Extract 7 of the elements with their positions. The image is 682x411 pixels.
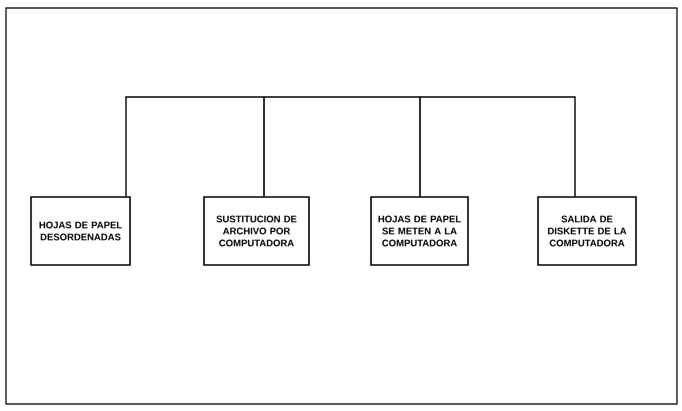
connector-line	[419, 96, 576, 196]
connector-line	[263, 96, 421, 196]
process-box: HOJAS DE PAPEL DESORDENADAS	[30, 196, 131, 266]
connector-line	[125, 96, 265, 196]
process-box: HOJAS DE PAPEL SE METEN A LA COMPUTADORA	[370, 196, 469, 266]
process-box: SALIDA DE DISKETTE DE LA COMPUTADORA	[537, 196, 637, 266]
process-box: SUSTITUCION DE ARCHIVO POR COMPUTADORA	[203, 196, 310, 266]
